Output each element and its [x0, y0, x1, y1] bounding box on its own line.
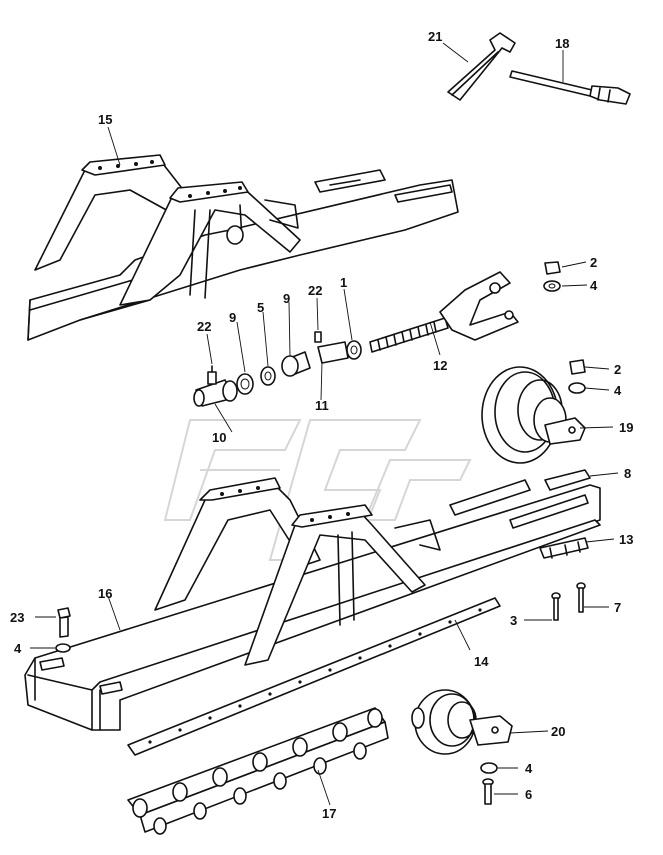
track-chain-part	[127, 707, 389, 835]
callout-15: 15	[98, 112, 112, 127]
callout-11: 11	[315, 398, 329, 413]
callout-22-right: 22	[308, 283, 322, 298]
callout-20: 20	[551, 724, 565, 739]
bottom-roller-part	[411, 689, 513, 755]
bolt-6	[482, 778, 494, 805]
callout-6: 6	[525, 787, 532, 802]
wear-pad-8	[544, 469, 591, 491]
wrench-part	[447, 32, 516, 101]
callout-1: 1	[340, 275, 347, 290]
bolt-3	[551, 592, 561, 621]
tensioner-part	[369, 271, 519, 353]
callout-2-upper: 2	[590, 255, 597, 270]
callout-5: 5	[257, 300, 264, 315]
wear-strip-holes	[148, 608, 482, 744]
wear-pad-13	[539, 537, 589, 559]
callout-9-left: 9	[229, 310, 236, 325]
upper-track-frame	[27, 154, 459, 341]
callout-23: 23	[10, 610, 24, 625]
nut-washer-upper	[543, 261, 561, 292]
callout-14: 14	[474, 654, 489, 669]
callout-17: 17	[322, 806, 336, 821]
callout-10: 10	[212, 430, 226, 445]
bolt-23	[57, 607, 71, 638]
callout-21: 21	[428, 29, 442, 44]
callout-12: 12	[433, 358, 447, 373]
callout-3: 3	[510, 613, 517, 628]
callout-19: 19	[619, 420, 633, 435]
callout-7: 7	[614, 600, 621, 615]
grease-rod-part	[509, 70, 631, 105]
washer-4-lower	[480, 762, 498, 774]
leader-lines	[30, 42, 619, 806]
idler-wheel-part	[481, 366, 586, 464]
callout-4-upper: 4	[590, 278, 598, 293]
callout-labels: 21 18 15 2 4 1 22 9 5 9 22 12 11 10 2 4 …	[10, 29, 633, 821]
washer-4-left	[55, 643, 71, 653]
adjuster-hardware	[193, 331, 362, 407]
callout-9-right: 9	[283, 291, 290, 306]
callout-8: 8	[624, 466, 631, 481]
lower-track-frame	[24, 477, 601, 731]
callout-4-lower: 4	[525, 761, 533, 776]
wear-strip-part	[127, 597, 501, 756]
nut-washer-mid	[568, 359, 586, 394]
callout-13: 13	[619, 532, 633, 547]
callout-2-mid: 2	[614, 362, 621, 377]
bolt-7	[576, 582, 586, 613]
callout-22-left: 22	[197, 319, 211, 334]
callout-16: 16	[98, 586, 112, 601]
callout-4-mid: 4	[614, 383, 622, 398]
callout-4-left: 4	[14, 641, 22, 656]
callout-18: 18	[555, 36, 569, 51]
